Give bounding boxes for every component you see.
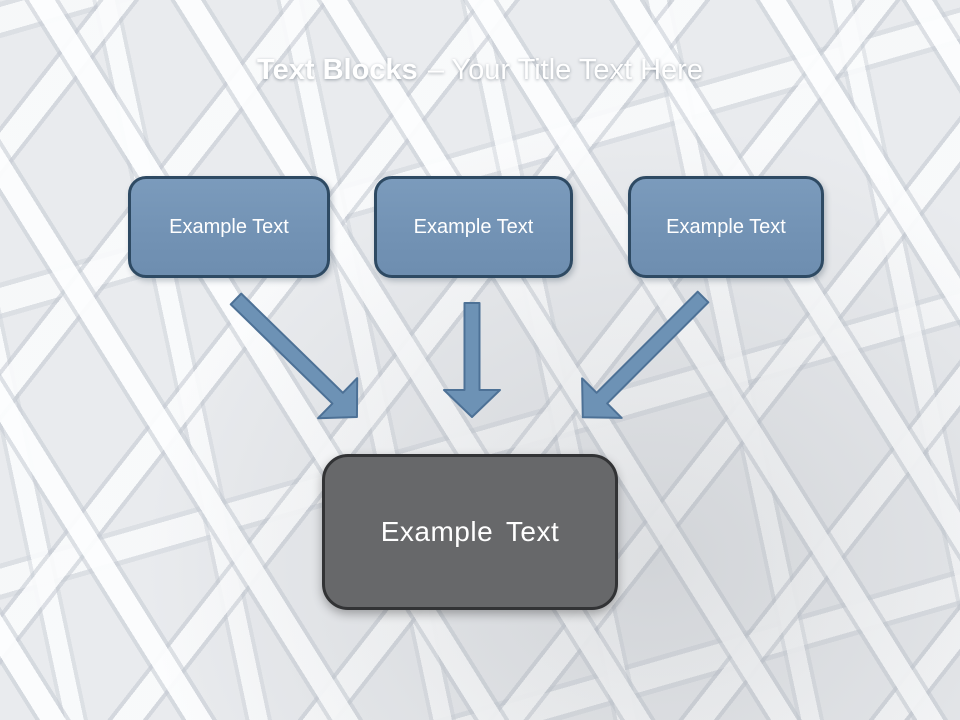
slide-title-emphasis: Text Blocks [257, 54, 418, 86]
arrow-down-icon[interactable] [443, 302, 501, 418]
arrow-down-left-icon[interactable] [563, 277, 723, 437]
text-block-1[interactable]: Example Text [128, 176, 330, 278]
text-block-1-label: Example Text [169, 215, 289, 238]
text-block-3[interactable]: Example Text [628, 176, 824, 278]
center-text-block-label: Example Text [380, 516, 560, 547]
slide-title[interactable]: Text Blocks – Your Title Text Here [0, 52, 960, 88]
text-block-2[interactable]: Example Text [374, 176, 573, 278]
text-block-3-label: Example Text [666, 215, 786, 238]
text-block-2-label: Example Text [413, 215, 534, 238]
arrow-down-right-icon[interactable] [216, 279, 376, 437]
slide-title-rest: – Your Title Text Here [427, 54, 703, 86]
center-text-block[interactable]: Example Text [322, 454, 618, 610]
